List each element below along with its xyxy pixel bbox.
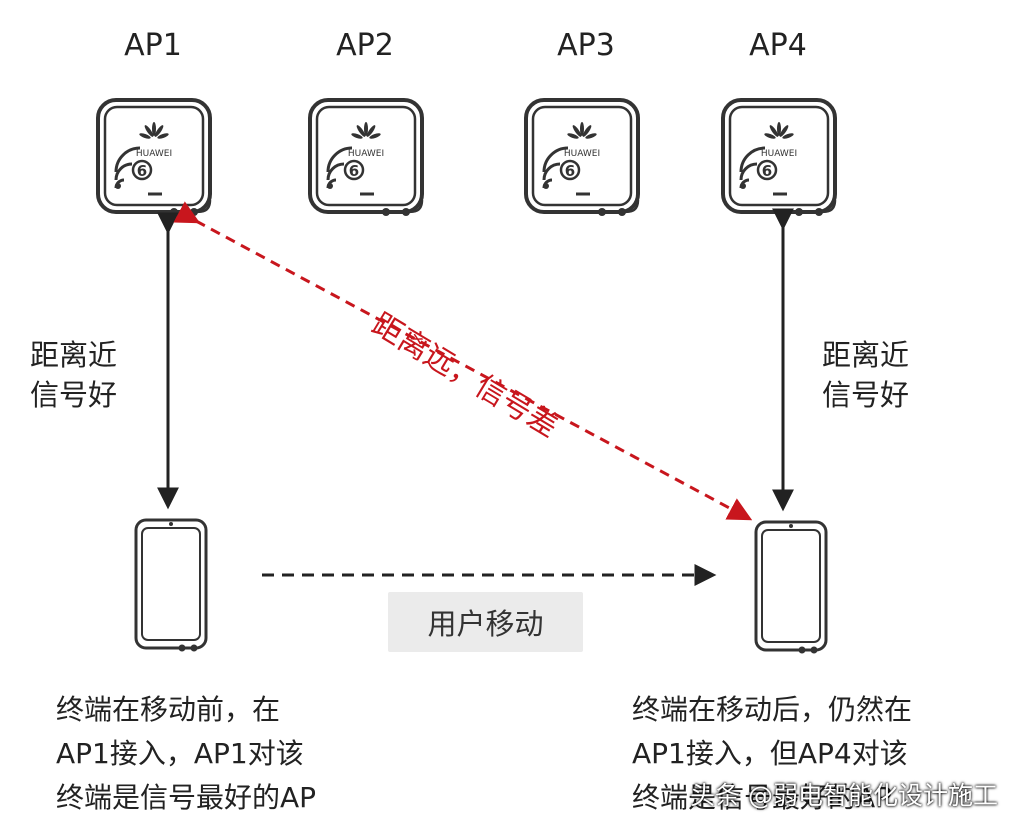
phone-after [754, 520, 828, 655]
ap2-brand: HUAWEI [348, 149, 384, 159]
watermark: 头条 @弱电智能化设计施工 [690, 781, 998, 810]
ap2-label: AP2 [336, 28, 394, 63]
ap4-badge: 6 [762, 162, 772, 180]
ap3-brand: HUAWEI [564, 149, 600, 159]
left-link-label-line1: 距离近 [30, 338, 118, 372]
left-caption: 终端在移动前，在 AP1接入，AP1对该 终端是信号最好的AP [56, 688, 316, 820]
move-label: 用户移动 [427, 607, 544, 641]
ap1-label: AP1 [124, 28, 182, 63]
phone-before [134, 518, 208, 653]
left-caption-line3: 终端是信号最好的AP [56, 781, 317, 814]
ap4-device: HUAWEI 6 [721, 98, 837, 218]
ap1-badge: 6 [137, 162, 147, 180]
ap3-label: AP3 [557, 28, 615, 63]
right-caption-line3: 终端是信号最好的AP [632, 781, 893, 814]
ap2-device: HUAWEI 6 [308, 98, 424, 218]
move-label-box: 用户移动 [388, 592, 583, 652]
ap3-device: HUAWEI 6 [524, 98, 640, 218]
left-link-label: 距离近 信号好 [30, 335, 117, 415]
right-caption-line1: 终端在移动后，仍然在 [632, 693, 913, 726]
right-link-label: 距离近 信号好 [822, 335, 909, 415]
left-caption-line1: 终端在移动前，在 [56, 693, 281, 726]
left-link-label-line2: 信号好 [30, 378, 118, 412]
ap3-badge: 6 [565, 162, 575, 180]
ap4-brand: HUAWEI [761, 149, 797, 159]
ap2-badge: 6 [349, 162, 359, 180]
right-link-label-line1: 距离近 [822, 338, 910, 372]
right-link-label-line2: 信号好 [822, 378, 910, 412]
right-caption: 终端在移动后，仍然在 AP1接入，但AP4对该 终端是信号最好的AP [632, 688, 912, 820]
ap1-brand: HUAWEI [136, 149, 172, 159]
right-caption-line2: AP1接入，但AP4对该 [632, 737, 908, 770]
ap1-device: HUAWEI 6 [96, 98, 212, 218]
ap4-label: AP4 [749, 28, 807, 63]
far-link-arrow [173, 201, 753, 521]
left-caption-line2: AP1接入，AP1对该 [56, 737, 304, 770]
